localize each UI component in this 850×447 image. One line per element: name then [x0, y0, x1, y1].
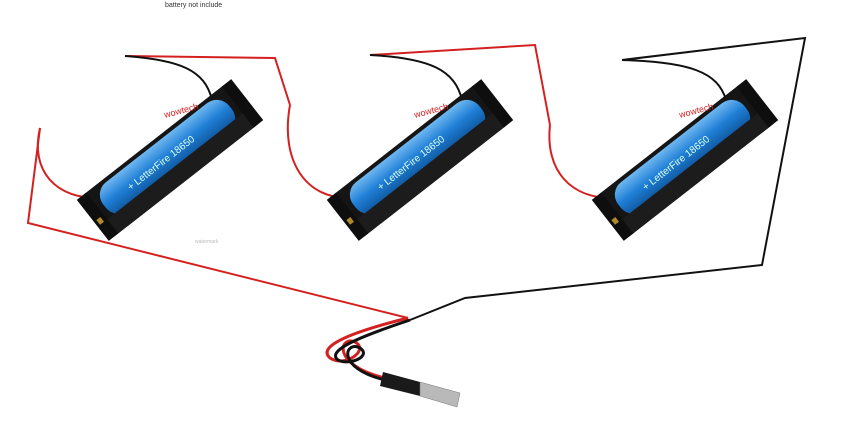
- red-wire-3: [548, 124, 618, 200]
- black-wire-3: [621, 59, 727, 101]
- caption: battery not include: [165, 2, 223, 9]
- dc-plug-cable: [325, 316, 461, 408]
- black-wire-2: [369, 54, 463, 101]
- black-drawn-line: [409, 36, 807, 321]
- red-wire-2: [286, 104, 353, 200]
- footer-watermark: watermark: [195, 239, 219, 245]
- battery-holder-3: + LetterFire 18650: [591, 79, 779, 241]
- black-wire-1: [124, 55, 213, 101]
- red-drawn-line-2: [124, 55, 291, 106]
- battery-holder-2: + LetterFire 18650: [326, 79, 514, 241]
- red-drawn-line-3: [369, 43, 551, 126]
- battery-holder-1: + LetterFire 18650: [76, 79, 264, 241]
- red-wire-1: [36, 127, 103, 200]
- red-drawn-line-1: [26, 127, 409, 319]
